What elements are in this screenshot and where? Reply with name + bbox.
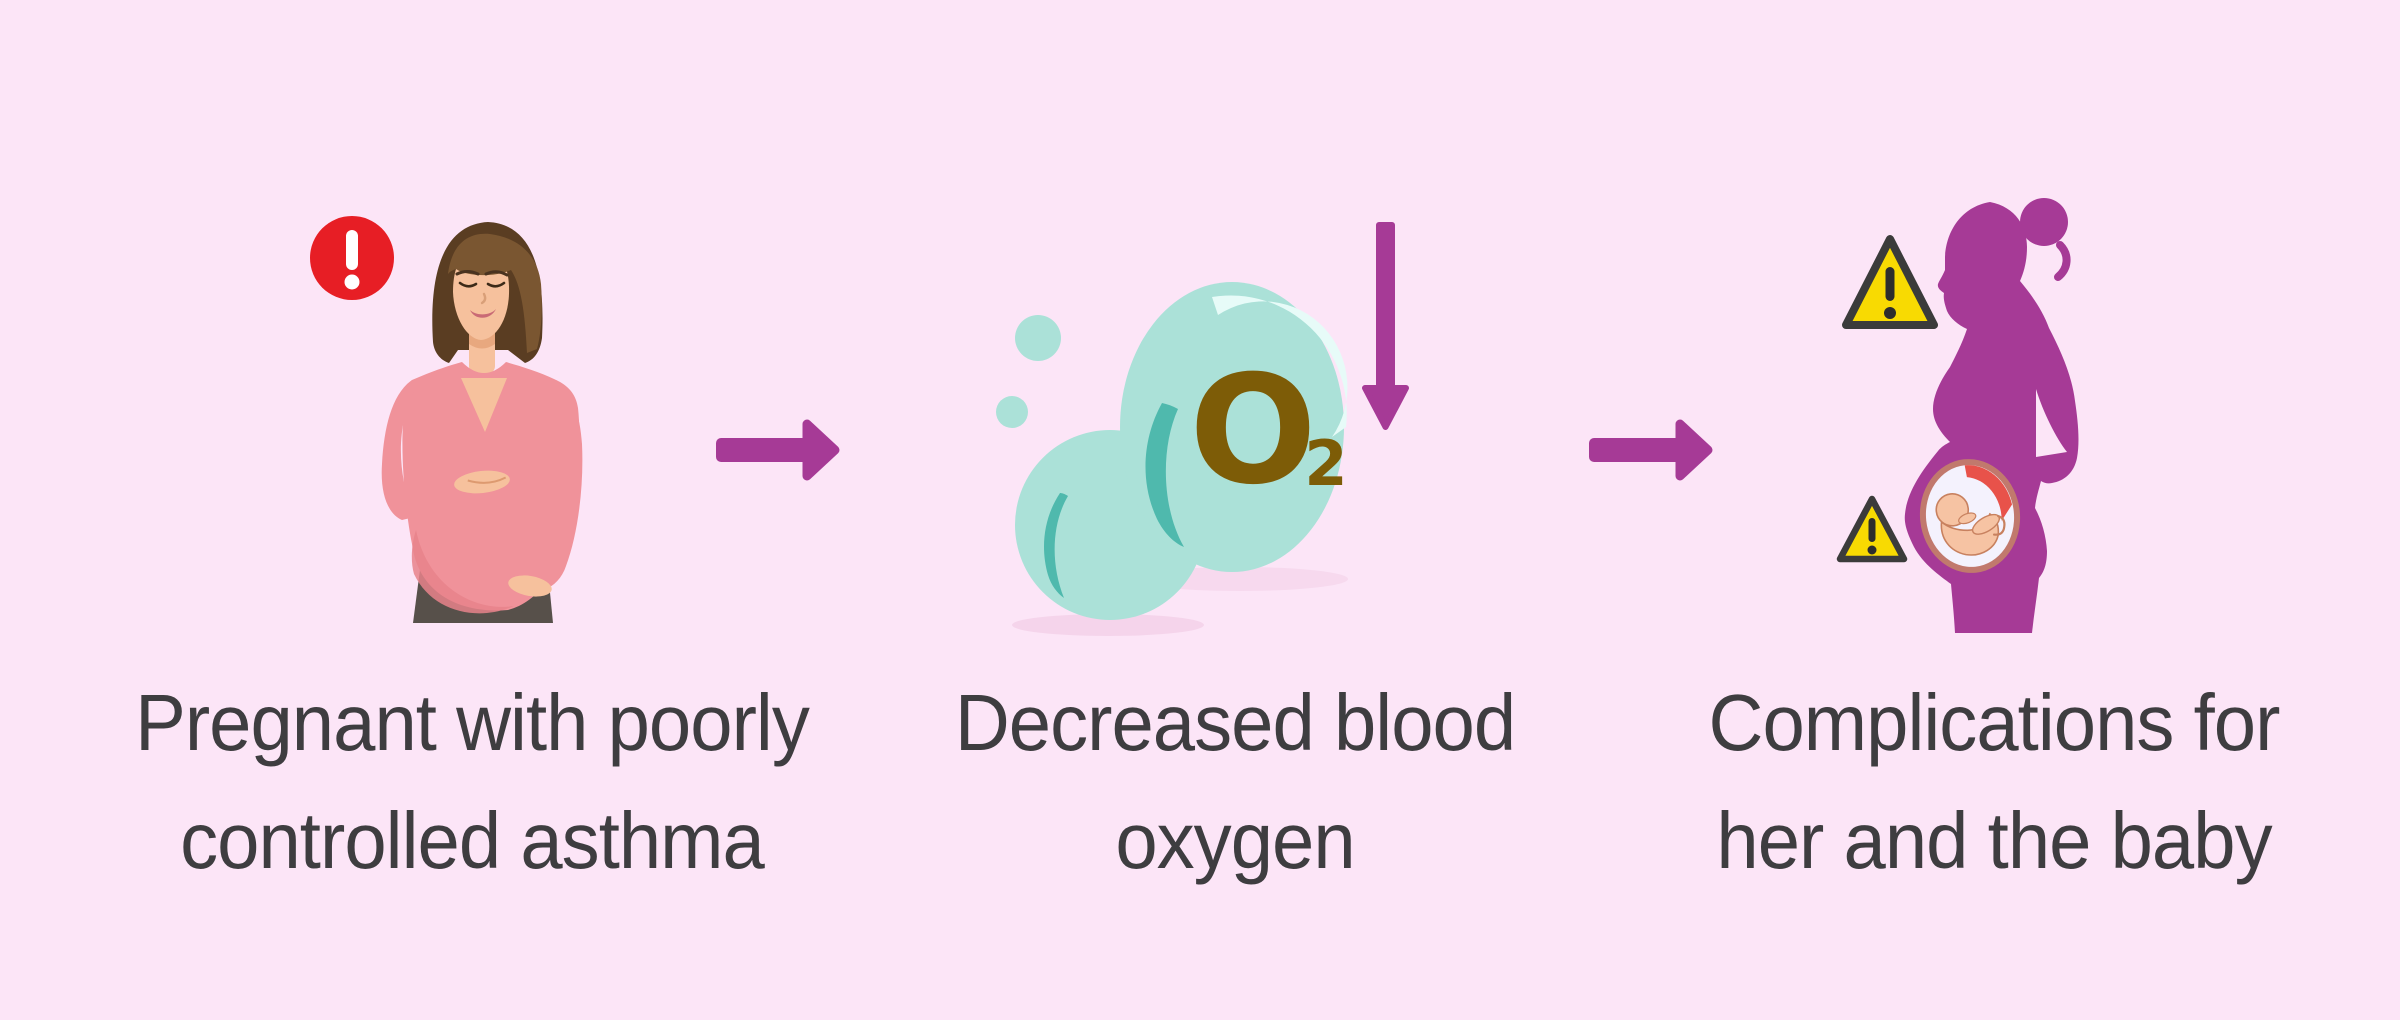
- o2-subscript: 2: [1304, 427, 1347, 500]
- silhouette-hair-curl: [2054, 241, 2071, 281]
- woman-eyebrow: [484, 270, 509, 277]
- o2-bubble: [1120, 282, 1344, 572]
- o2-bubble-shade: [1145, 403, 1184, 547]
- warning-triangle-icon: [1836, 495, 1908, 563]
- silhouette-body: [1904, 202, 2079, 633]
- flow-arrow-icon: [716, 419, 840, 481]
- bubble-shadow: [1012, 614, 1204, 636]
- step-caption-1: Pregnant with poorly controlled asthma: [45, 664, 900, 900]
- woman-closed-eye: [458, 281, 478, 288]
- caption-line: Complications for: [1708, 678, 2281, 767]
- caption-line: oxygen: [1115, 796, 1355, 885]
- caption-line: Decreased blood: [954, 678, 1516, 767]
- pregnant-silhouette-illustration: [1836, 198, 2079, 633]
- warning-triangle-icon: [1842, 235, 1938, 329]
- woman-fringe-icon: [448, 233, 542, 353]
- step-caption-3: Complications for her and the baby: [1567, 664, 2400, 900]
- caption-line: controlled asthma: [180, 796, 765, 885]
- o2-bubble-highlight: [1212, 295, 1348, 437]
- o2-label: O: [1189, 344, 1317, 518]
- woman-eyebrow: [455, 270, 480, 276]
- woman-hand-top: [454, 470, 510, 494]
- woman-belly-shade: [411, 530, 514, 614]
- woman-right-arm: [530, 380, 583, 590]
- flow-arrow-icon: [1589, 419, 1713, 481]
- pregnant-woman-illustration: [310, 216, 583, 623]
- step-caption-2: Decreased blood oxygen: [808, 664, 1663, 900]
- small-bubble: [1015, 315, 1061, 361]
- caption-line: her and the baby: [1716, 796, 2272, 885]
- fetus-icon: [1919, 459, 2021, 573]
- caption-line: Pregnant with poorly: [135, 678, 810, 767]
- woman-left-arm: [381, 380, 470, 520]
- back-bubble-shade: [1044, 493, 1068, 598]
- oxygen-bubbles-icon: O 2: [996, 222, 1409, 636]
- woman-vneck: [461, 378, 507, 432]
- woman-closed-eye: [486, 281, 506, 288]
- silhouette-arm-gap: [2036, 389, 2067, 457]
- woman-hand-bottom: [508, 575, 552, 597]
- woman-lips: [470, 309, 496, 318]
- alert-badge-icon: [310, 216, 394, 300]
- small-bubble: [996, 396, 1028, 428]
- decrease-arrow-icon: [1362, 222, 1409, 430]
- woman-nose: [480, 292, 487, 305]
